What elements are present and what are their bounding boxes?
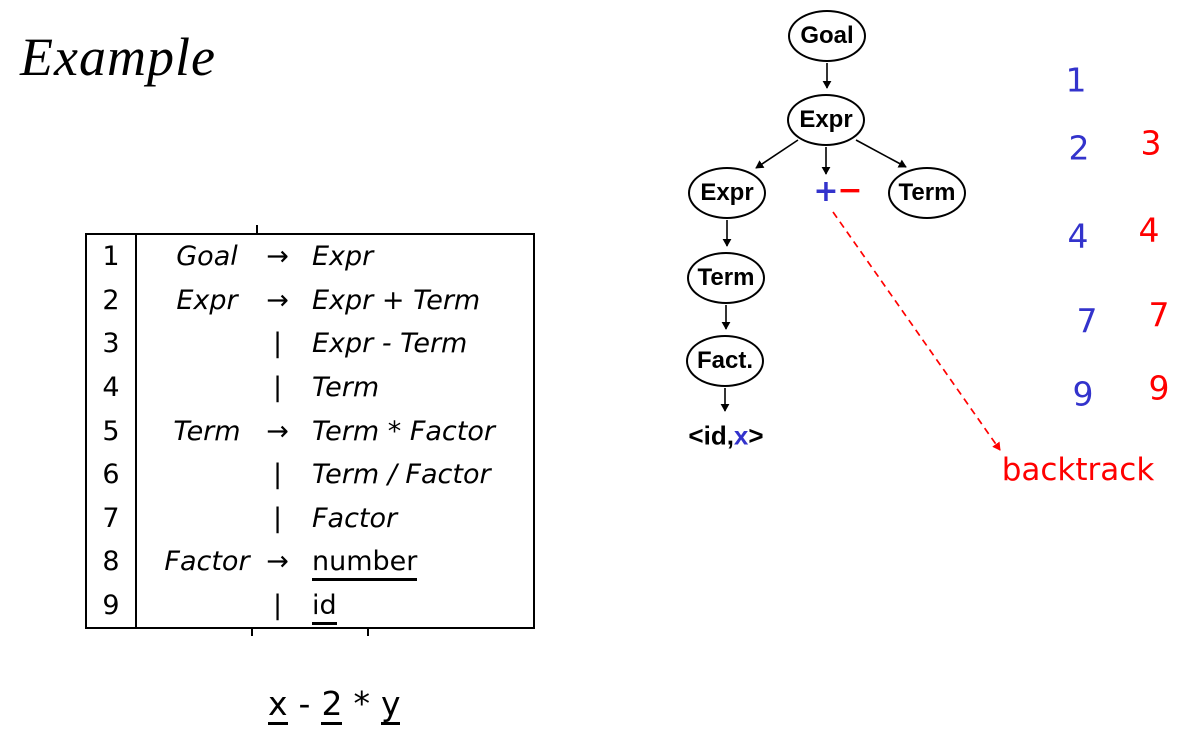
- rule-pipe: |: [272, 371, 283, 403]
- tree-node-expr-left: Expr: [688, 167, 766, 219]
- rule-pipe: |: [272, 459, 283, 491]
- plus-operator: +: [813, 174, 839, 209]
- tree-node-goal: Goal: [788, 10, 866, 62]
- node-label: Goal: [800, 22, 854, 49]
- rule-number: 8: [87, 539, 137, 584]
- leaf-suffix: >: [748, 420, 764, 451]
- rule-pipe: |: [272, 328, 283, 360]
- input-token-star: *: [353, 684, 370, 723]
- edge-expr-termright: [855, 139, 907, 168]
- grammar-row: 3 | Expr - Term: [87, 322, 533, 366]
- rule-number: 6: [87, 452, 137, 497]
- rule-rhs: id: [300, 589, 533, 625]
- rule-number: 5: [87, 409, 137, 453]
- grammar-row: 5 Term → Term * Factor: [87, 409, 533, 453]
- trace-step-blue: 1: [1065, 60, 1087, 100]
- rule-lhs: Goal: [176, 241, 238, 273]
- rule-number: 2: [87, 278, 137, 323]
- trace-step-red: 9: [1148, 368, 1170, 408]
- grammar-row: 7 | Factor: [87, 496, 533, 540]
- rule-number: 9: [87, 583, 137, 628]
- table-tick: [256, 225, 258, 234]
- minus-operator: −: [837, 173, 863, 208]
- rule-arrow: →: [266, 546, 289, 578]
- rule-rhs: Factor: [312, 502, 398, 534]
- rule-rhs: Term: [312, 371, 380, 403]
- backtrack-dashed-arrow: [832, 211, 1001, 451]
- rule-number: 7: [87, 496, 137, 540]
- leaf-value: x: [733, 420, 749, 451]
- rule-rhs: Expr + Term: [312, 284, 481, 316]
- trace-step-blue: 9: [1072, 374, 1094, 414]
- tree-leaf-id-x: <id,x>: [688, 421, 763, 452]
- grammar-row: 1 Goal → Expr: [87, 235, 533, 279]
- input-token-2: 2: [321, 685, 343, 726]
- node-label: Term: [898, 179, 956, 206]
- rule-arrow: →: [266, 241, 289, 273]
- rule-rhs: Expr: [312, 241, 374, 273]
- rule-arrow: →: [266, 415, 289, 447]
- grammar-row: 8 Factor → number: [87, 539, 533, 584]
- leaf-prefix: <id,: [688, 420, 734, 451]
- grammar-table: 1 Goal → Expr 2 Expr → Expr + Term 3 | E…: [85, 233, 535, 629]
- slide-title: Example: [20, 27, 216, 87]
- input-token-minus: -: [298, 684, 311, 723]
- grammar-row: 2 Expr → Expr + Term: [87, 278, 533, 323]
- rule-number: 1: [87, 235, 137, 279]
- rule-rhs: Expr - Term: [312, 328, 468, 360]
- rule-pipe: |: [272, 502, 283, 534]
- terminal-id: id: [312, 589, 337, 625]
- edge-expr-exprleft: [755, 139, 799, 169]
- rule-number: 4: [87, 365, 137, 410]
- grammar-row: 4 | Term: [87, 365, 533, 410]
- rule-lhs: Expr: [176, 284, 238, 316]
- rule-number: 3: [87, 322, 137, 366]
- node-label: Expr: [799, 106, 853, 133]
- tree-node-expr-root: Expr: [787, 94, 865, 146]
- trace-step-red: 3: [1140, 123, 1162, 163]
- node-label: Term: [697, 264, 755, 291]
- rule-pipe: |: [272, 589, 283, 621]
- terminal-number: number: [312, 546, 418, 582]
- table-tick: [251, 629, 253, 636]
- grammar-row: 9 | id: [87, 583, 533, 628]
- rule-lhs: Factor: [164, 546, 250, 578]
- rule-arrow: →: [266, 284, 289, 316]
- tree-node-fact: Fact.: [686, 335, 764, 387]
- trace-step-red: 7: [1148, 295, 1170, 335]
- grammar-row: 6 | Term / Factor: [87, 452, 533, 497]
- input-token-y: y: [380, 685, 401, 726]
- backtrack-label: backtrack: [1001, 452, 1155, 488]
- node-label: Expr: [700, 179, 754, 206]
- rule-rhs: Term / Factor: [312, 459, 491, 491]
- trace-step-blue: 7: [1076, 301, 1098, 341]
- tree-node-term-right: Term: [888, 167, 966, 219]
- input-token-x: x: [268, 685, 288, 726]
- table-tick: [367, 629, 369, 636]
- input-sentence: x - 2 * y: [268, 684, 401, 726]
- rule-rhs: number: [300, 546, 533, 582]
- rule-lhs: Term: [173, 415, 241, 447]
- node-label: Fact.: [696, 347, 753, 374]
- trace-step-red: 4: [1138, 210, 1160, 250]
- trace-step-blue: 2: [1068, 128, 1090, 168]
- trace-step-blue: 4: [1067, 216, 1089, 256]
- tree-node-term-left: Term: [687, 252, 765, 304]
- rule-rhs: Term * Factor: [312, 415, 495, 447]
